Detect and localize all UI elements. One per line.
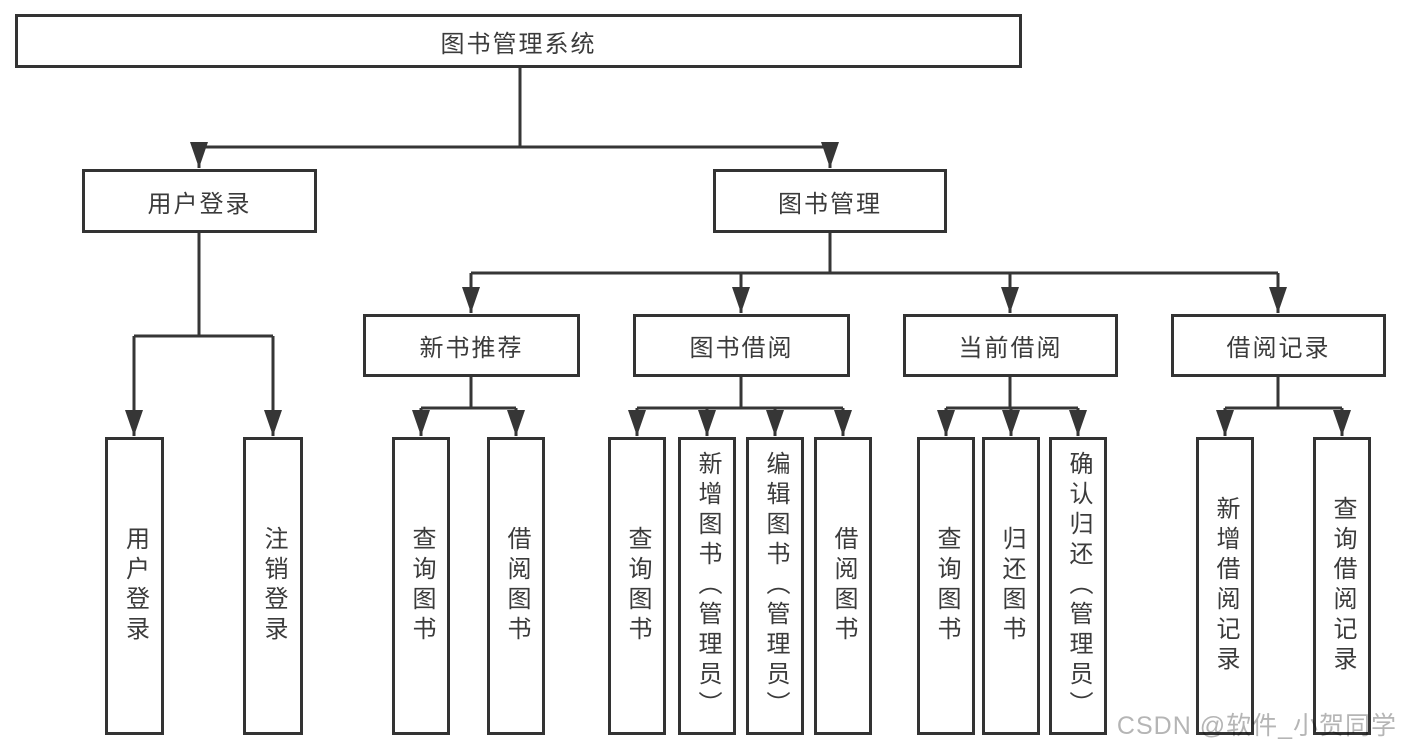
node-current-borrow: 当前借阅 <box>903 314 1118 377</box>
node-root: 图书管理系统 <box>15 14 1022 68</box>
watermark: CSDN @软件_小贺同学 <box>1116 712 1397 740</box>
leaf-current-query-book: 查询图书 <box>917 437 975 735</box>
node-user-login: 用户登录 <box>82 169 317 233</box>
leaf-borrow-edit-book-admin: 编辑图书（管理员） <box>746 437 804 735</box>
leaf-record-query-record: 查询借阅记录 <box>1313 437 1371 735</box>
leaf-newbook-query-book: 查询图书 <box>392 437 450 735</box>
leaf-borrow-query-book: 查询图书 <box>608 437 666 735</box>
node-new-book-recommend: 新书推荐 <box>363 314 580 377</box>
leaf-current-confirm-return-admin: 确认归还（管理员） <box>1049 437 1107 735</box>
leaf-borrow-add-book-admin: 新增图书（管理员） <box>678 437 736 735</box>
leaf-newbook-borrow-book: 借阅图书 <box>487 437 545 735</box>
leaf-user-login: 用户登录 <box>105 437 164 735</box>
leaf-borrow-borrow-book: 借阅图书 <box>814 437 872 735</box>
node-book-manage: 图书管理 <box>713 169 947 233</box>
node-borrow-record: 借阅记录 <box>1171 314 1386 377</box>
leaf-logout-login: 注销登录 <box>243 437 303 735</box>
node-book-borrow: 图书借阅 <box>633 314 850 377</box>
leaf-record-add-record: 新增借阅记录 <box>1196 437 1254 735</box>
leaf-current-return-book: 归还图书 <box>982 437 1040 735</box>
